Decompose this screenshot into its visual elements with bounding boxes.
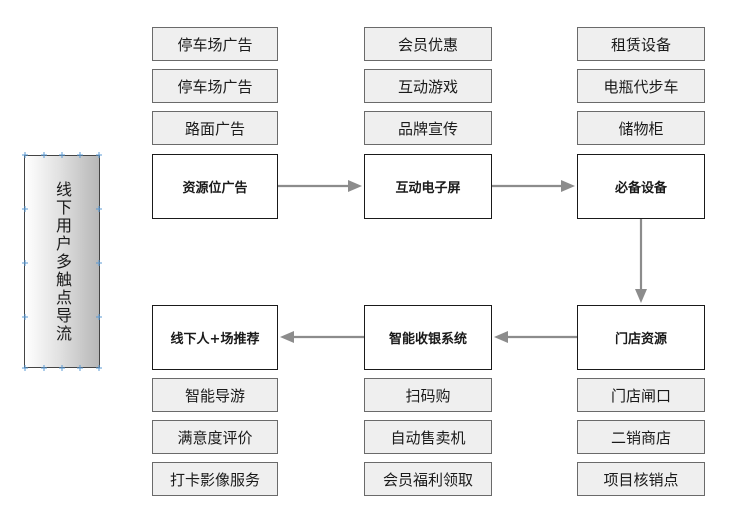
- tag-locker: 储物柜: [577, 111, 705, 145]
- tag-scan-buy: 扫码购: [364, 378, 492, 412]
- tag-road-ad: 路面广告: [152, 111, 278, 145]
- tag-parking-ad-2: 停车场广告: [152, 69, 278, 103]
- arrow-head: [348, 180, 362, 192]
- handle: [96, 260, 102, 266]
- handle: [22, 260, 28, 266]
- node-offline-recommend: 线下人+场推荐: [152, 305, 278, 370]
- node-essential-equipment: 必备设备: [577, 154, 705, 219]
- tag-satisfaction-review: 满意度评价: [152, 420, 278, 454]
- tag-electric-cart: 电瓶代步车: [577, 69, 705, 103]
- flow-side-label-box: 线下用户多触点导流: [24, 155, 100, 368]
- tag-smart-guide: 智能导游: [152, 378, 278, 412]
- tag-vending-machine: 自动售卖机: [364, 420, 492, 454]
- handle: [22, 206, 28, 212]
- handle: [96, 152, 102, 158]
- tag-member-benefits: 会员福利领取: [364, 462, 492, 496]
- handle: [96, 365, 102, 371]
- tag-interactive-game: 互动游戏: [364, 69, 492, 103]
- node-smart-cashier: 智能收银系统: [364, 305, 492, 370]
- tag-parking-ad-1: 停车场广告: [152, 27, 278, 61]
- tag-rental-equipment: 租赁设备: [577, 27, 705, 61]
- handle: [96, 314, 102, 320]
- handle: [59, 365, 65, 371]
- handle: [22, 152, 28, 158]
- arrow-head: [561, 180, 575, 192]
- flow-side-label: 线下用户多触点导流: [53, 180, 72, 343]
- arrow-head: [494, 331, 508, 343]
- handle: [77, 152, 83, 158]
- node-store-resources: 门店资源: [577, 305, 705, 370]
- tag-verification-point: 项目核销点: [577, 462, 705, 496]
- node-interactive-screen: 互动电子屏: [364, 154, 492, 219]
- handle: [41, 365, 47, 371]
- arrow-head: [635, 289, 647, 303]
- arrow-head: [280, 331, 294, 343]
- tag-member-discount: 会员优惠: [364, 27, 492, 61]
- tag-checkin-photo: 打卡影像服务: [152, 462, 278, 496]
- tag-brand-promo: 品牌宣传: [364, 111, 492, 145]
- handle: [59, 152, 65, 158]
- handle: [22, 365, 28, 371]
- node-resource-ad: 资源位广告: [152, 154, 278, 219]
- handle: [41, 152, 47, 158]
- handle: [96, 206, 102, 212]
- handle: [77, 365, 83, 371]
- handle: [22, 314, 28, 320]
- tag-store-gate: 门店闸口: [577, 378, 705, 412]
- tag-secondary-shop: 二销商店: [577, 420, 705, 454]
